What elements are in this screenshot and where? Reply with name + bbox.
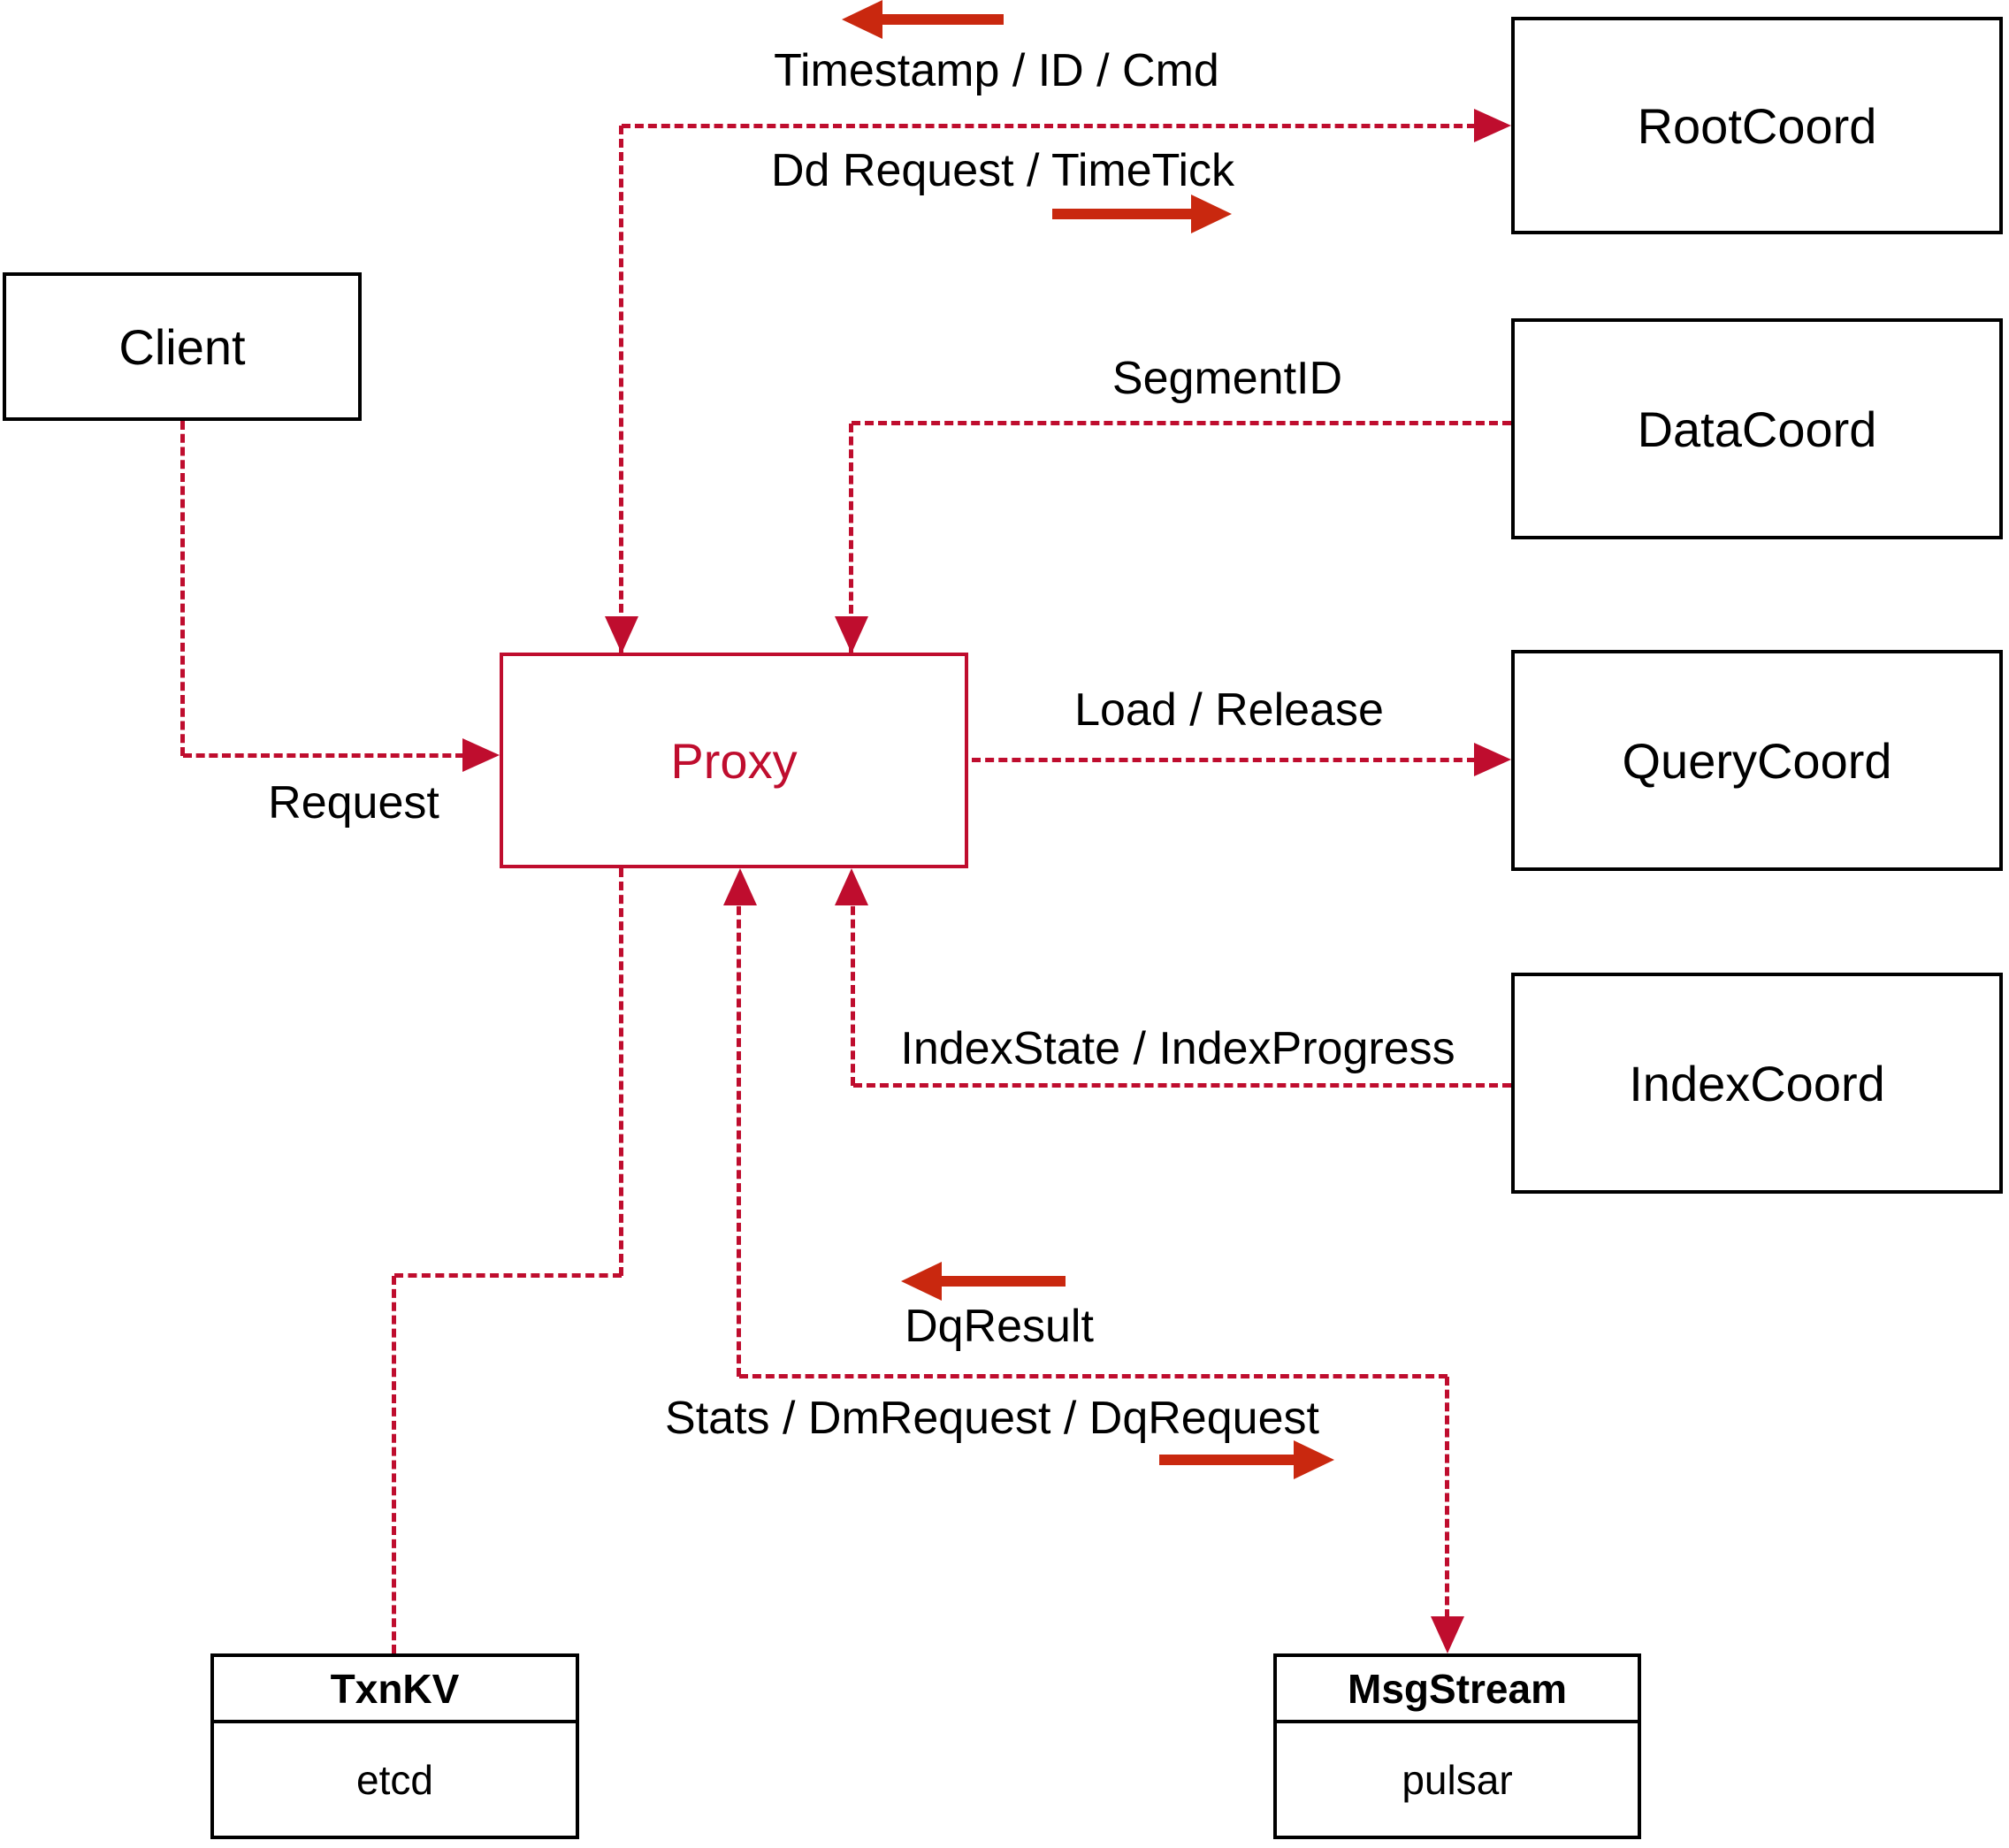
node-indexcoord-label: IndexCoord — [1629, 1055, 1885, 1111]
node-indexcoord: IndexCoord — [1511, 973, 2003, 1194]
node-msgstream: MsgStream pulsar — [1273, 1653, 1641, 1839]
edge-proxy-rootcoord-horizontal — [622, 124, 1476, 128]
direction-arrow-right-stats-icon — [1159, 1440, 1334, 1479]
node-proxy-label: Proxy — [670, 732, 798, 789]
edge-label-dd-request-timetick: Dd Request / TimeTick — [770, 145, 1235, 196]
edge-proxy-msgstream-vertical-1 — [737, 893, 741, 1377]
node-txnkv: TxnKV etcd — [210, 1653, 579, 1839]
edge-label-load-release: Load / Release — [1074, 684, 1384, 736]
node-querycoord: QueryCoord — [1511, 650, 2003, 871]
arrowhead-into-proxy-left-icon — [462, 738, 500, 772]
edge-client-proxy-vertical — [180, 421, 185, 756]
edge-proxy-querycoord-horizontal — [972, 758, 1476, 762]
node-txnkv-impl: etcd — [356, 1756, 433, 1803]
node-rootcoord-label: RootCoord — [1637, 97, 1877, 154]
arrowhead-into-proxy-bottom-right-icon — [835, 868, 868, 905]
node-datacoord-label: DataCoord — [1637, 401, 1877, 457]
edge-client-proxy-horizontal — [183, 753, 464, 758]
node-msgstream-title: MsgStream — [1277, 1657, 1638, 1723]
edge-label-request: Request — [268, 777, 439, 829]
node-querycoord-label: QueryCoord — [1622, 732, 1892, 789]
node-msgstream-impl: pulsar — [1402, 1756, 1513, 1803]
arrowhead-into-querycoord-icon — [1474, 743, 1511, 776]
arrowhead-into-msgstream-icon — [1431, 1616, 1464, 1653]
edge-proxy-msgstream-vertical-2 — [1445, 1377, 1449, 1618]
node-txnkv-title: TxnKV — [214, 1657, 576, 1723]
direction-arrow-left-timestamp-icon — [842, 0, 1004, 39]
edge-label-stats-dm-dq: Stats / DmRequest / DqRequest — [665, 1393, 1319, 1444]
edge-proxy-msgstream-horizontal — [739, 1374, 1448, 1378]
direction-arrow-right-ddrequest-icon — [1052, 195, 1232, 233]
edge-label-segment-id: SegmentID — [1111, 353, 1343, 404]
edge-label-timestamp-id-cmd: Timestamp / ID / Cmd — [774, 45, 1219, 96]
edge-proxy-txnkv-vertical-1 — [619, 868, 623, 1276]
edge-indexcoord-proxy-vertical — [851, 893, 855, 1086]
direction-arrow-left-dqresult-icon — [901, 1262, 1066, 1301]
edge-datacoord-proxy-vertical — [849, 424, 853, 653]
edge-proxy-rootcoord-vertical — [619, 126, 623, 653]
arrowhead-into-proxy-top-right-icon — [835, 616, 868, 653]
node-proxy: Proxy — [500, 653, 968, 868]
edge-label-index-state: IndexState / IndexProgress — [900, 1023, 1455, 1074]
node-rootcoord: RootCoord — [1511, 17, 2003, 234]
arrowhead-into-rootcoord-icon — [1474, 109, 1511, 142]
edge-proxy-txnkv-horizontal — [394, 1273, 622, 1278]
edge-label-dq-result: DqResult — [905, 1301, 1094, 1352]
edge-proxy-txnkv-vertical-2 — [392, 1276, 396, 1653]
node-client: Client — [3, 272, 362, 421]
edge-datacoord-proxy-horizontal — [852, 421, 1511, 425]
node-client-label: Client — [118, 318, 246, 375]
node-datacoord: DataCoord — [1511, 318, 2003, 539]
edge-indexcoord-proxy-horizontal — [853, 1083, 1511, 1088]
arrowhead-into-proxy-top-left-icon — [605, 616, 638, 653]
